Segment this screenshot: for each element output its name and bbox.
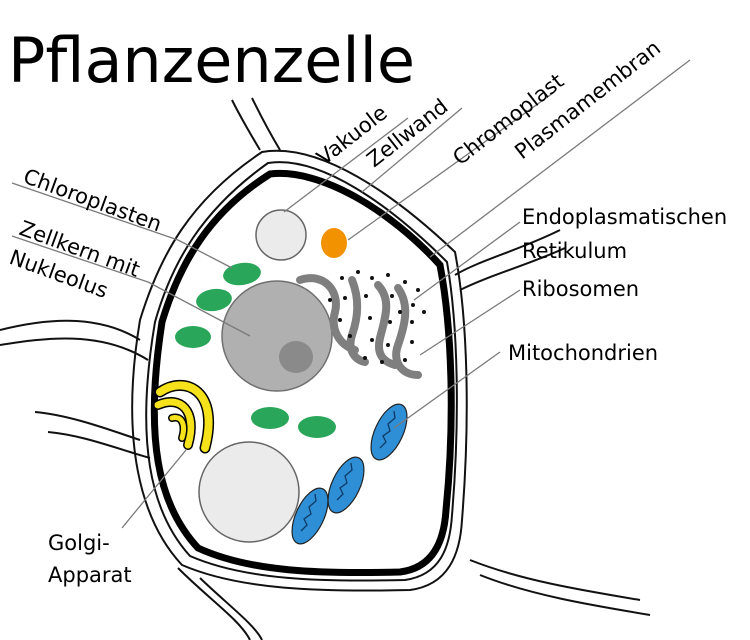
- leader-plasmamembran: [429, 59, 691, 258]
- leader-golgi: [121, 449, 187, 529]
- leader-chloroplasten: [11, 182, 233, 269]
- leader-ribosomen: [419, 289, 521, 356]
- label-er-line1: Endoplasmatischen: [522, 205, 727, 229]
- diagram-title: Pflanzenzelle: [8, 24, 415, 97]
- endoplasmic-reticulum: [296, 274, 422, 379]
- leader-lines: [11, 59, 691, 529]
- leader-chromoplast: [347, 92, 554, 241]
- label-golgi-line2: Apparat: [48, 563, 132, 587]
- golgi-apparatus: [153, 379, 215, 454]
- leader-zellwand: [361, 107, 463, 193]
- label-mitochondrien: Mitochondrien: [508, 341, 658, 365]
- nucleolus: [279, 341, 313, 373]
- label-golgi-line1: Golgi-: [48, 531, 110, 555]
- leader-er: [413, 221, 521, 301]
- chloroplasts: [175, 262, 336, 438]
- small-vacuole: [255, 209, 307, 261]
- cell-wall-outer: [0, 97, 651, 640]
- leader-zellkern: [11, 235, 251, 337]
- large-vacuole: [198, 441, 300, 543]
- chromoplast: [321, 228, 347, 258]
- label-er-line2: Retikulum: [522, 239, 627, 263]
- leader-mitochondrien: [393, 351, 501, 429]
- nucleus: [221, 280, 333, 392]
- leader-vakuole: [283, 117, 409, 213]
- mitochondria: [291, 403, 408, 545]
- ribosomes: [328, 270, 426, 364]
- label-ribosomen: Ribosomen: [522, 277, 639, 301]
